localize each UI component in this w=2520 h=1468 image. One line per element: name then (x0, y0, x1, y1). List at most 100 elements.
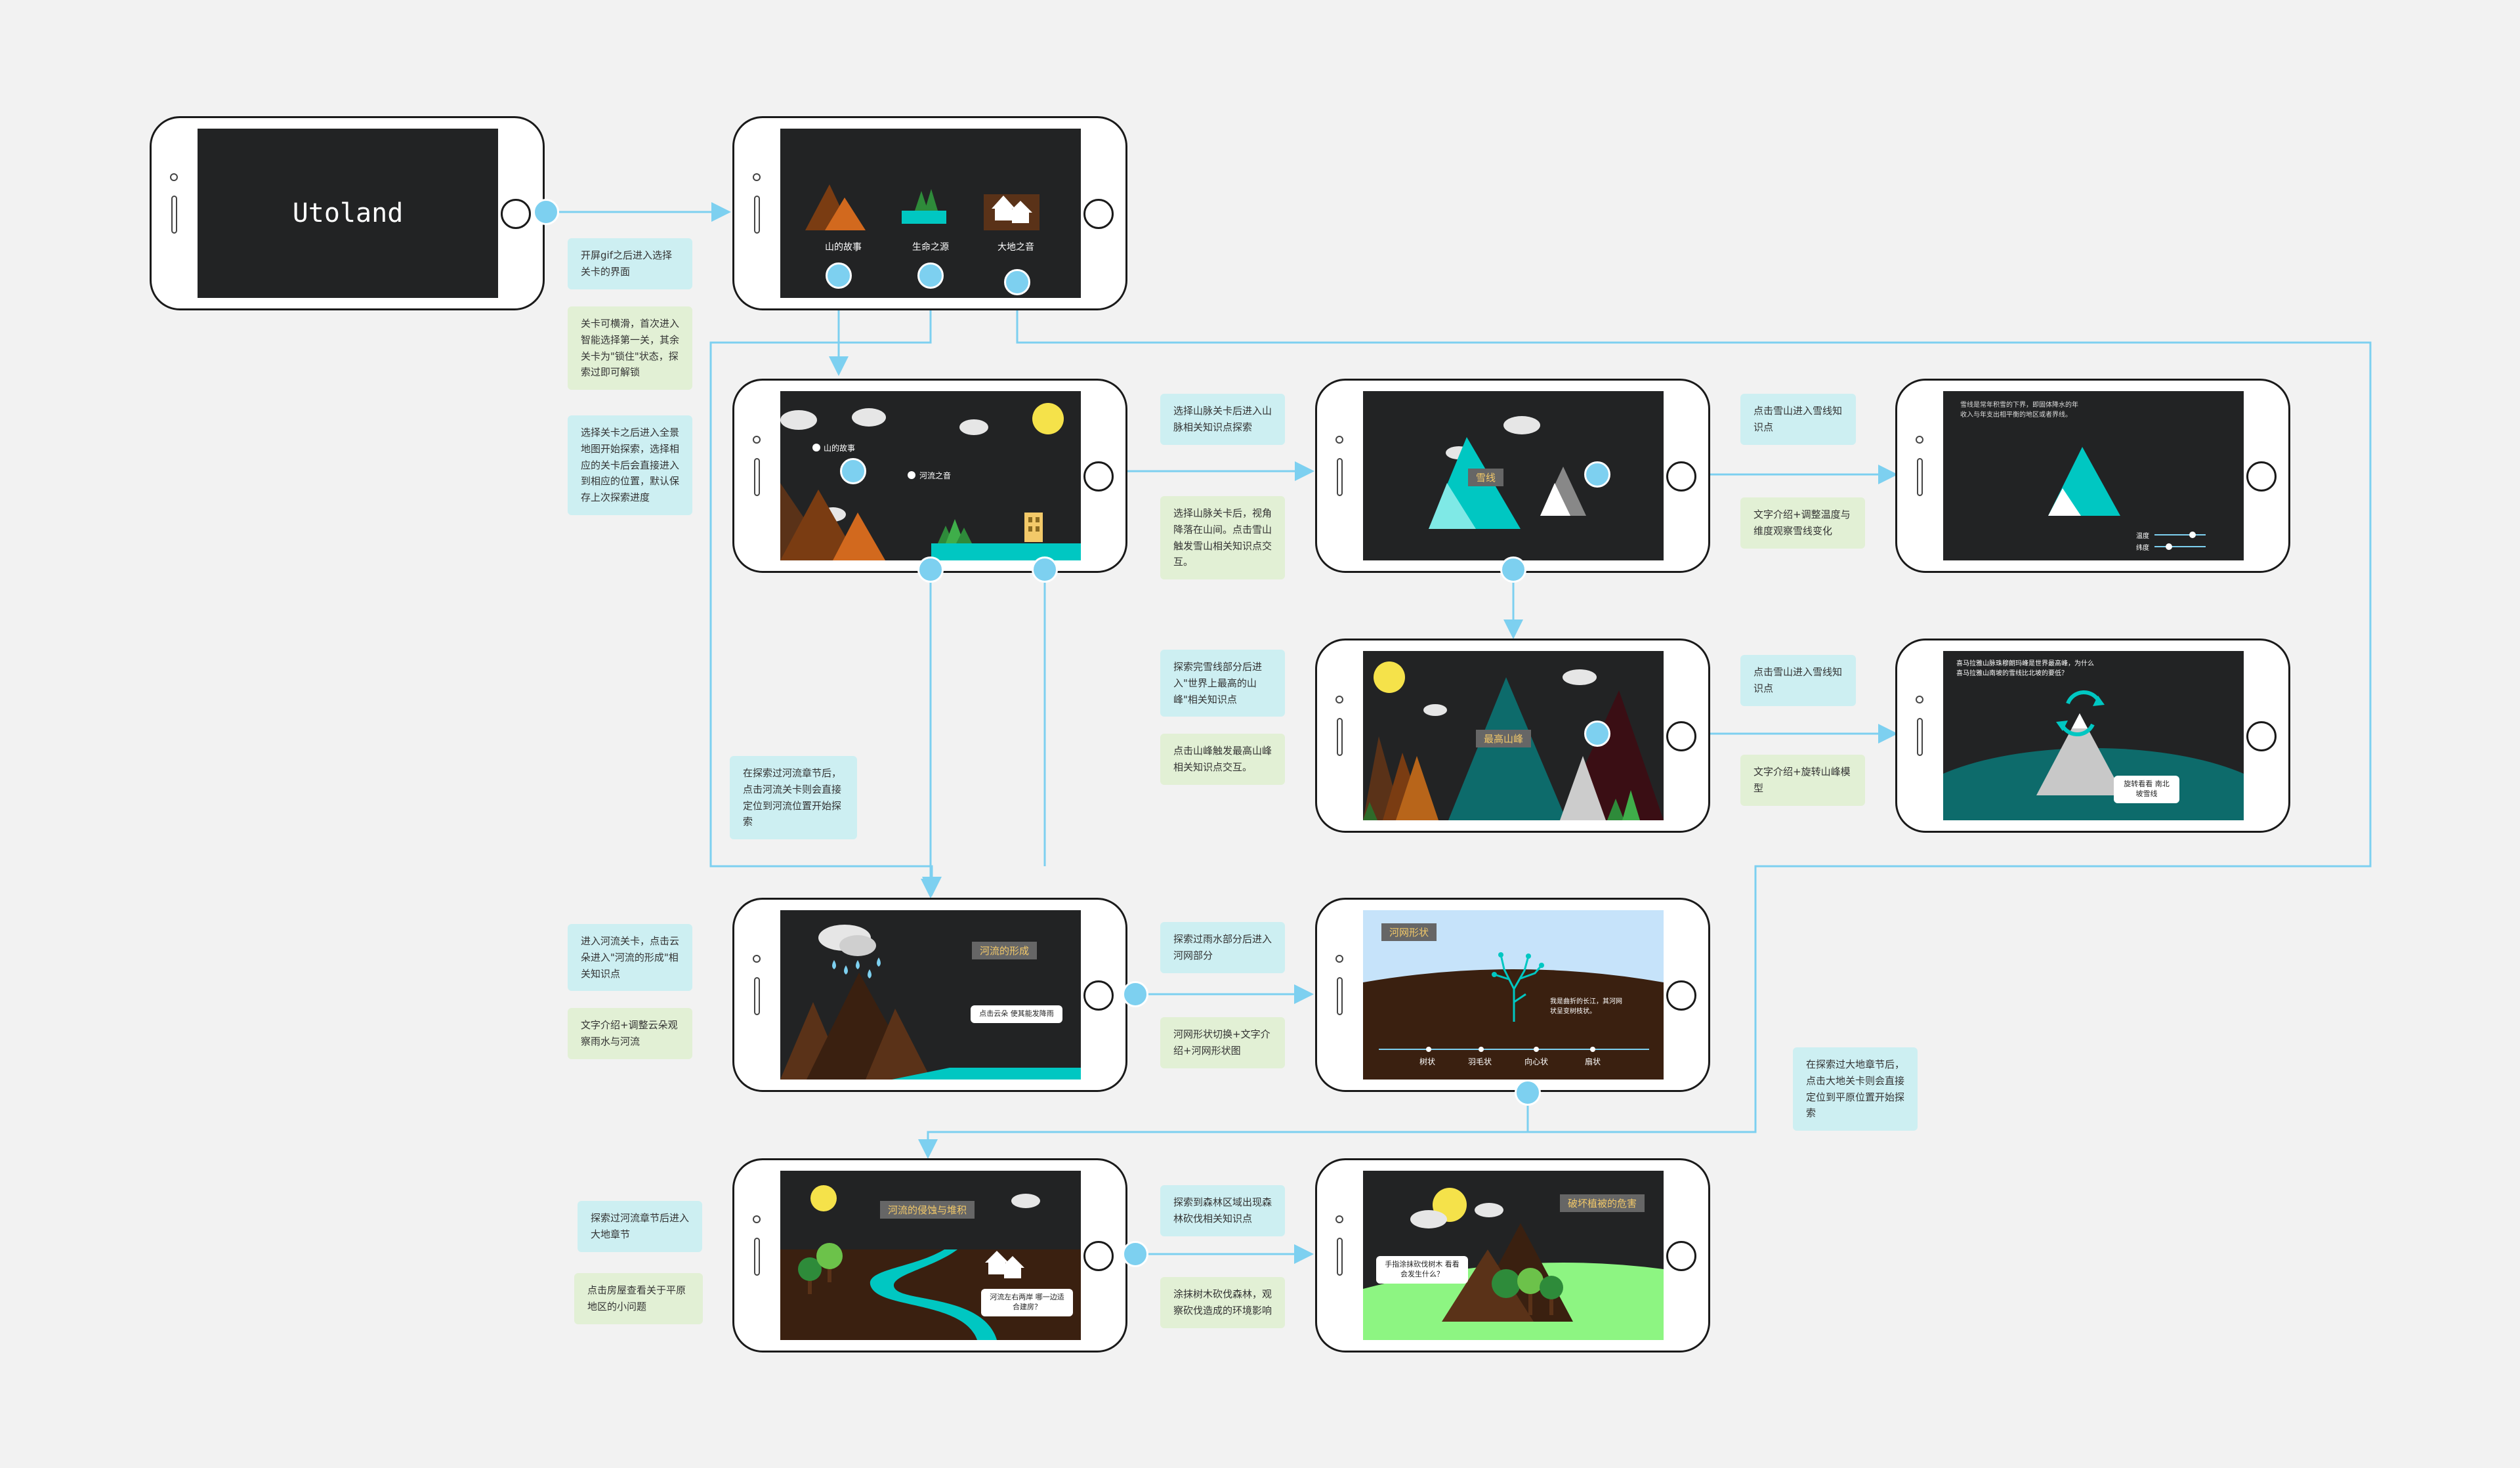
home-button[interactable] (1666, 461, 1696, 492)
note-network-switch: 河网形状切换+文字介绍+河网形状图 (1160, 1017, 1285, 1068)
phone-mountain-map: 山的故事 河流之音 (732, 379, 1127, 573)
map-marker-mountain[interactable]: 山的故事 (824, 444, 856, 453)
connector-node[interactable] (826, 262, 852, 289)
slider-temperature-label: 温度 (2136, 533, 2149, 540)
highest-peak-tag[interactable]: 最高山峰 (1476, 730, 1532, 747)
connector-node[interactable] (917, 556, 944, 583)
rotate-button[interactable]: 旋转看看 南北坡雪线 (2114, 776, 2179, 803)
network-type-centripetal[interactable]: 向心状 (1524, 1057, 1549, 1066)
highest-peak-screen: 最高山峰 (1363, 651, 1664, 820)
connector-node[interactable] (1584, 461, 1610, 488)
speaker-slot (1337, 1238, 1343, 1276)
phone-deforestation: 破坏植被的危害 手指涂抹砍伐树木 看看会发生什么？ (1315, 1158, 1710, 1353)
map-marker-river[interactable]: 河流之音 (919, 471, 952, 480)
camera-dot (1916, 696, 1923, 703)
river-network-tag[interactable]: 河网形状 (1381, 923, 1437, 941)
home-button[interactable] (1083, 980, 1114, 1011)
map-illustration (780, 403, 1081, 560)
snowline-screen: 雪线 (1363, 391, 1664, 560)
connector-node[interactable] (533, 199, 559, 225)
connector-node[interactable] (840, 458, 866, 484)
deforest-hint: 手指涂抹砍伐树木 看看会发生什么？ (1376, 1256, 1468, 1284)
level-label-mountain[interactable]: 山的故事 (825, 242, 862, 253)
peak-detail-screen: 喜马拉雅山脉珠穆朗玛峰是世界最高峰，为什么喜马拉雅山南坡的雪线比北坡的要低？ 旋… (1943, 651, 2244, 820)
note-earth-revisit: 在探索过大地章节后，点击大地关卡则会直接定位到平原位置开始探索 (1793, 1047, 1918, 1131)
home-button[interactable] (1083, 461, 1114, 492)
river-network-screen: 河网形状 我是曲折的长江，其河网状呈变树枝状。 树状 羽毛状 向心状 扇状 (1363, 910, 1664, 1080)
mountain-map-screen: 山的故事 河流之音 (780, 391, 1081, 560)
connector-level-river (709, 276, 942, 896)
camera-dot (1335, 1215, 1343, 1223)
splash-screen[interactable]: Utoland (198, 129, 498, 298)
connector-node[interactable] (917, 262, 944, 289)
home-button[interactable] (1666, 980, 1696, 1011)
connector-node[interactable] (1122, 1241, 1148, 1267)
note-river-enter: 进入河流关卡，点击云朵进入"河流的形成"相关知识点 (568, 924, 692, 992)
note-peak-rotate: 文字介绍+旋转山峰模型 (1740, 755, 1865, 806)
camera-dot (753, 955, 761, 963)
level-icons (805, 184, 1040, 230)
level-label-river[interactable]: 生命之源 (912, 242, 949, 253)
note-river-revisit: 在探索过河流章节后，点击河流关卡则会直接定位到河流位置开始探索 (730, 756, 857, 839)
camera-dot (753, 436, 761, 444)
home-button[interactable] (1083, 199, 1114, 229)
camera-dot (753, 1215, 761, 1223)
snowline-description: 雪线是常年积雪的下界，即固体降水的年收入与年支出相平衡的地区或者界线。 (1960, 402, 2078, 419)
note-network-enter: 探索过雨水部分后进入河网部分 (1160, 922, 1285, 973)
note-forest-smear: 涂抹树木砍伐森林，观察砍伐造成的环境影响 (1160, 1277, 1285, 1328)
network-type-fan[interactable]: 扇状 (1585, 1057, 1601, 1066)
note-splash: 开屏gif之后进入选择关卡的界面 (568, 238, 692, 289)
rain-illustration (780, 925, 1081, 1080)
home-button[interactable] (1666, 1241, 1696, 1271)
phone-highest-peak: 最高山峰 (1315, 639, 1710, 833)
river-erosion-tag[interactable]: 河流的侵蚀与堆积 (880, 1201, 975, 1219)
level-label-earth[interactable]: 大地之音 (998, 242, 1034, 253)
river-formation-screen: 河流的形成 点击云朵 使其能发降雨 (780, 910, 1081, 1080)
tap-cloud-hint: 点击云朵 使其能发降雨 (971, 1005, 1062, 1023)
camera-dot (170, 173, 178, 181)
note-mountain-enter: 选择山脉关卡后进入山脉相关知识点探索 (1160, 394, 1285, 445)
connector-node[interactable] (1500, 556, 1526, 583)
house-question[interactable]: 河流左右两岸 哪一边适合建房？ (981, 1289, 1073, 1316)
river-network-description: 我是曲折的长江，其河网状呈变树枝状。 (1550, 998, 1622, 1015)
note-river-cloud: 文字介绍+调整云朵观察雨水与河流 (568, 1008, 692, 1059)
connector-node[interactable] (1032, 556, 1058, 583)
note-forest-enter: 探索到森林区域出现森林砍伐相关知识点 (1160, 1185, 1285, 1236)
phone-peak-detail: 喜马拉雅山脉珠穆朗玛峰是世界最高峰，为什么喜马拉雅山南坡的雪线比北坡的要低？ 旋… (1895, 639, 2290, 833)
speaker-slot (754, 1238, 760, 1276)
home-button[interactable] (2246, 721, 2277, 751)
phone-snowline: 雪线 (1315, 379, 1710, 573)
deforestation-tag[interactable]: 破坏植被的危害 (1560, 1194, 1645, 1212)
note-peak-snowline: 点击雪山进入雪线知识点 (1740, 655, 1856, 706)
note-peak-enter: 探索完雪线部分后进入"世界上最高的山峰"相关知识点 (1160, 650, 1285, 717)
note-snowline-enter: 点击雪山进入雪线知识点 (1740, 394, 1856, 445)
snowline-detail-screen: 雪线是常年积雪的下界，即固体降水的年收入与年支出相平衡的地区或者界线。 温度 纬… (1943, 391, 2244, 560)
home-button[interactable] (1666, 721, 1696, 751)
snow-mountains (1429, 416, 1586, 529)
speaker-slot (754, 977, 760, 1015)
note-peak-click: 点击山峰触发最高山峰相关知识点交互。 (1160, 734, 1285, 785)
speaker-slot (1917, 718, 1923, 756)
home-button[interactable] (501, 199, 531, 229)
speaker-slot (1337, 718, 1343, 756)
river-formation-tag[interactable]: 河流的形成 (972, 942, 1038, 959)
note-earth-enter: 探索过河流章节后进入大地章节 (578, 1201, 702, 1252)
connector-node[interactable] (1004, 269, 1030, 295)
phone-river-formation: 河流的形成 点击云朵 使其能发降雨 (732, 898, 1127, 1092)
note-mountain-land: 选择山脉关卡后，视角降落在山间。点击雪山触发雪山相关知识点交互。 (1160, 496, 1285, 579)
camera-dot (753, 173, 761, 181)
river-erosion-screen: 河流的侵蚀与堆积 河流左右两岸 哪一边适合建房？ (780, 1171, 1081, 1340)
snowline-tag[interactable]: 雪线 (1468, 469, 1504, 486)
connector-node[interactable] (1515, 1080, 1541, 1106)
peak-illustration (1363, 661, 1664, 820)
connector-node[interactable] (1584, 721, 1610, 747)
connector-level-earth (918, 282, 2372, 1159)
connector-node[interactable] (1122, 981, 1148, 1007)
network-type-tree[interactable]: 树状 (1419, 1057, 1436, 1066)
home-button[interactable] (1083, 1241, 1114, 1271)
network-type-feather[interactable]: 羽毛状 (1468, 1057, 1492, 1066)
app-title: Utoland (292, 198, 404, 228)
camera-dot (1335, 436, 1343, 444)
note-house-click: 点击房屋查看关于平原地区的小问题 (574, 1273, 703, 1324)
home-button[interactable] (2246, 461, 2277, 492)
